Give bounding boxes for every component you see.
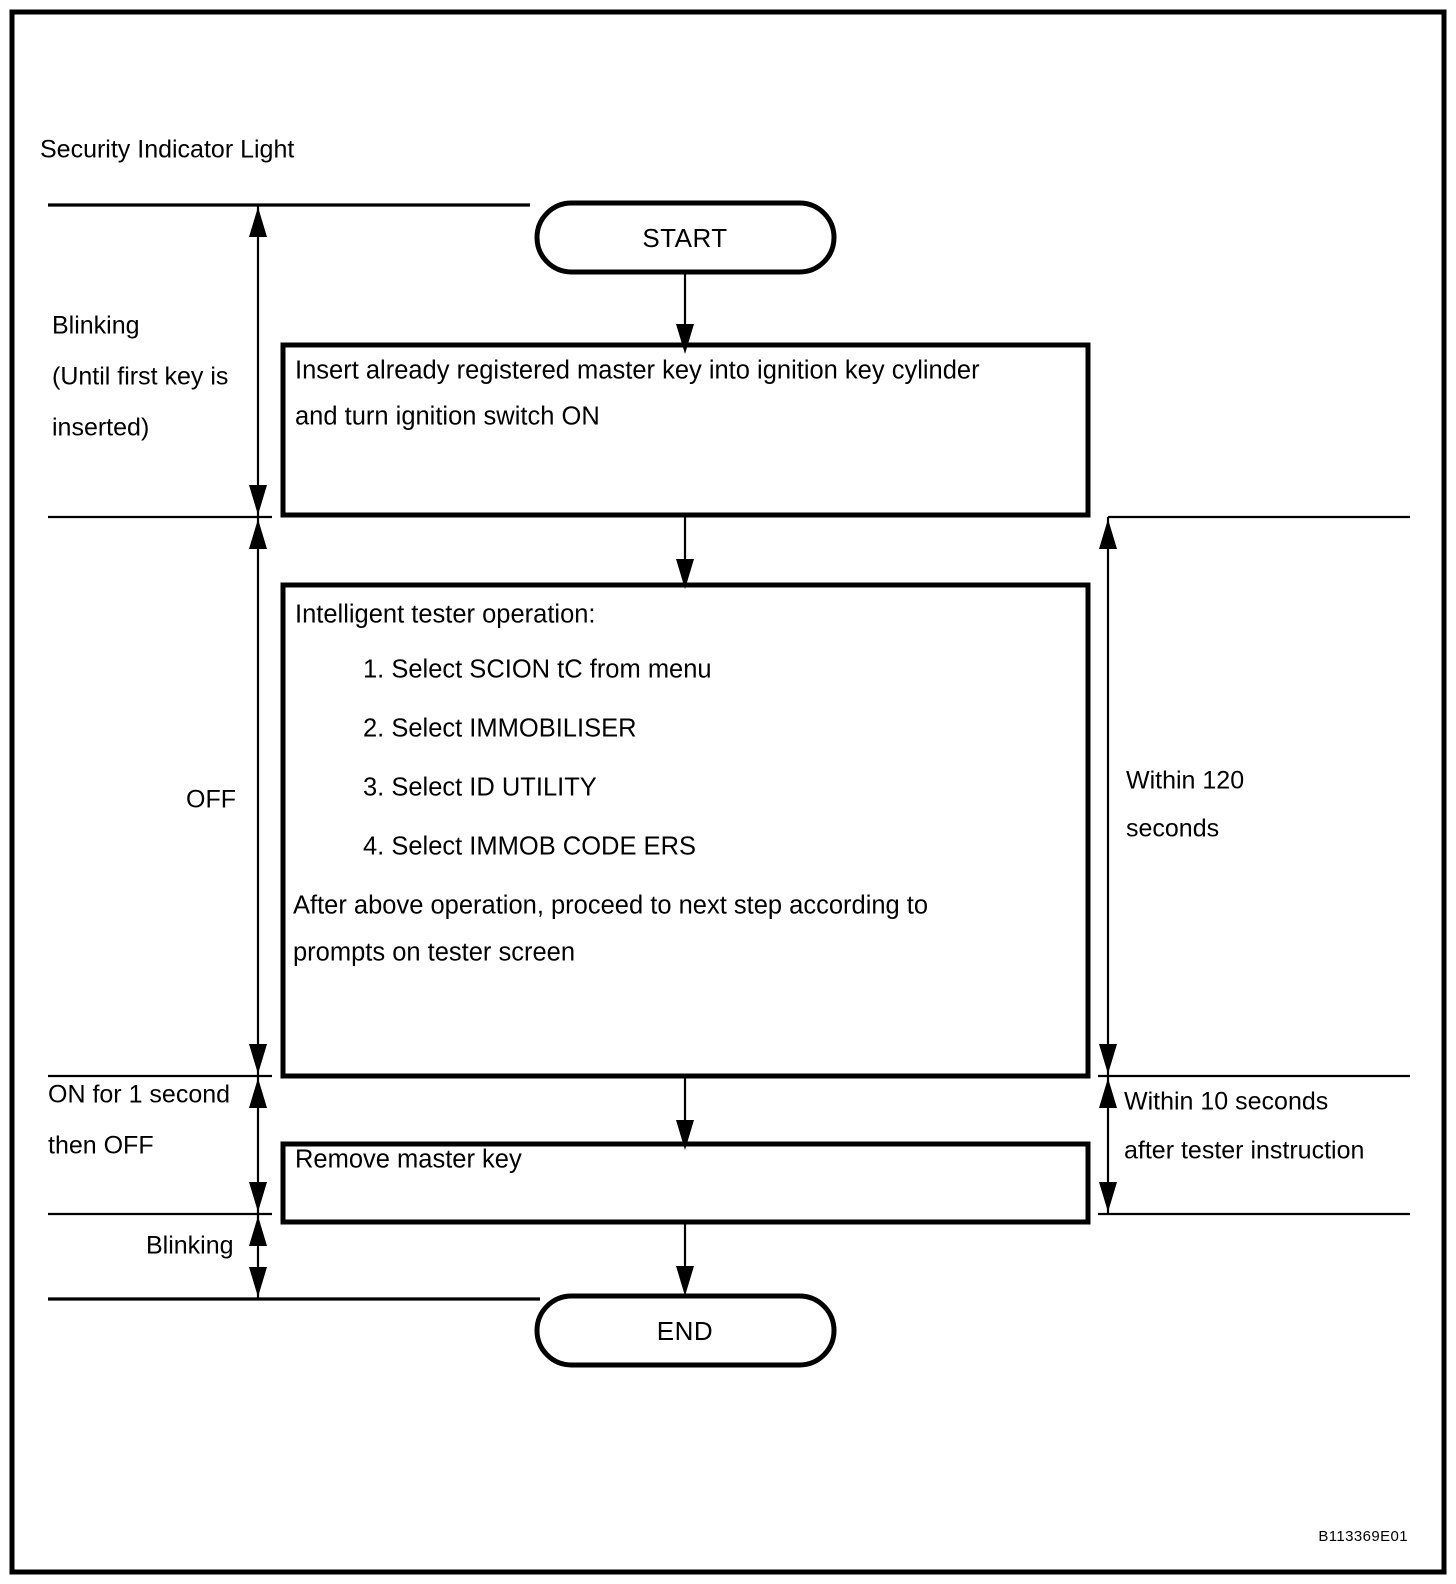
end-shape (534, 1293, 837, 1368)
measure-within-120 (1099, 517, 1117, 1076)
connector-step1-to-step2 (676, 515, 694, 589)
annotation-line: after tester instruction (1124, 1137, 1364, 1165)
reference-code: B113369E01 (1318, 1528, 1408, 1545)
node-end: END (534, 1293, 837, 1368)
annotation-blinking-initial: Blinking (Until first key is inserted) (52, 312, 228, 442)
page-border (9, 9, 1447, 1575)
annotation-line: inserted) (52, 414, 149, 442)
start-label: START (642, 223, 727, 253)
connector-step3-to-end (676, 1222, 694, 1296)
connector-step2-to-step3 (676, 1076, 694, 1150)
annotation-line: ON for 1 second (48, 1081, 230, 1109)
step1-line: Insert already registered master key int… (295, 357, 980, 385)
annotation-within-10: Within 10 seconds after tester instructi… (1124, 1088, 1364, 1165)
measure-on-one-second (249, 1076, 267, 1214)
node-step2: Intelligent tester operation: 1. Select … (280, 582, 1091, 1079)
annotation-line: Within 120 (1126, 767, 1244, 795)
step2-heading: Intelligent tester operation: (295, 601, 596, 629)
annotation-off: OFF (186, 786, 236, 814)
annotation-blinking-final: Blinking (146, 1232, 234, 1260)
annotation-on-one-second: ON for 1 second then OFF (48, 1081, 230, 1160)
node-step3: Remove master key (280, 1141, 1091, 1225)
step2-step-item: 1. Select SCION tC from menu (363, 656, 712, 684)
measure-blinking-initial (249, 205, 267, 517)
end-label: END (657, 1316, 713, 1346)
node-start: START (534, 200, 837, 275)
annotation-within-120: Within 120 seconds (1126, 767, 1244, 843)
step2-footer-line: prompts on tester screen (293, 939, 575, 967)
annotation-line: seconds (1126, 815, 1219, 843)
step2-footer-line: After above operation, proceed to next s… (293, 892, 928, 920)
step1-line: and turn ignition switch ON (295, 403, 600, 431)
annotation-line: (Until first key is (52, 363, 228, 391)
annotation-line: then OFF (48, 1132, 154, 1160)
node-step1: Insert already registered master key int… (280, 342, 1091, 518)
step3-line: Remove master key (295, 1146, 522, 1174)
measure-within-10 (1099, 1076, 1117, 1214)
measure-off (249, 517, 267, 1076)
step2-step-item: 2. Select IMMOBILISER (363, 715, 637, 743)
measure-blinking-final (249, 1214, 267, 1299)
annotation-line: Blinking (52, 312, 140, 340)
connector-start-to-step1 (676, 272, 694, 354)
step2-step-item: 3. Select ID UTILITY (363, 774, 597, 802)
annotation-line: Within 10 seconds (1124, 1088, 1328, 1116)
step2-step-item: 4. Select IMMOB CODE ERS (363, 833, 696, 861)
page-title: Security Indicator Light (40, 136, 294, 164)
